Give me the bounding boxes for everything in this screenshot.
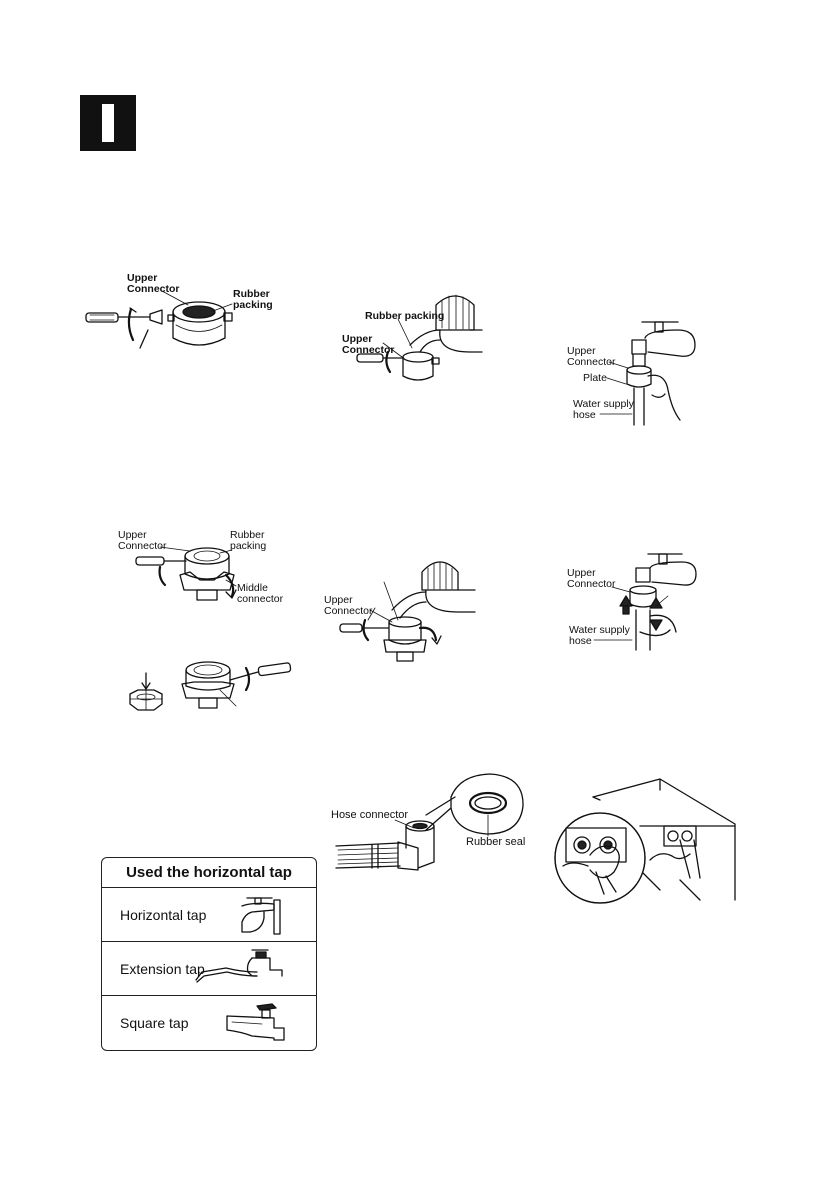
tap-row-horizontal: Horizontal tap [102, 888, 316, 942]
tap-row-square: Square tap [102, 996, 316, 1050]
horizontal-tap-icon [102, 888, 318, 942]
tap-types-table: Used the horizontal tap Horizontal tap E… [101, 857, 317, 1051]
square-tap-icon [102, 996, 318, 1050]
tap-table-title: Used the horizontal tap [102, 858, 316, 888]
extension-tap-icon [102, 942, 318, 996]
tap-row-extension: Extension tap [102, 942, 316, 996]
